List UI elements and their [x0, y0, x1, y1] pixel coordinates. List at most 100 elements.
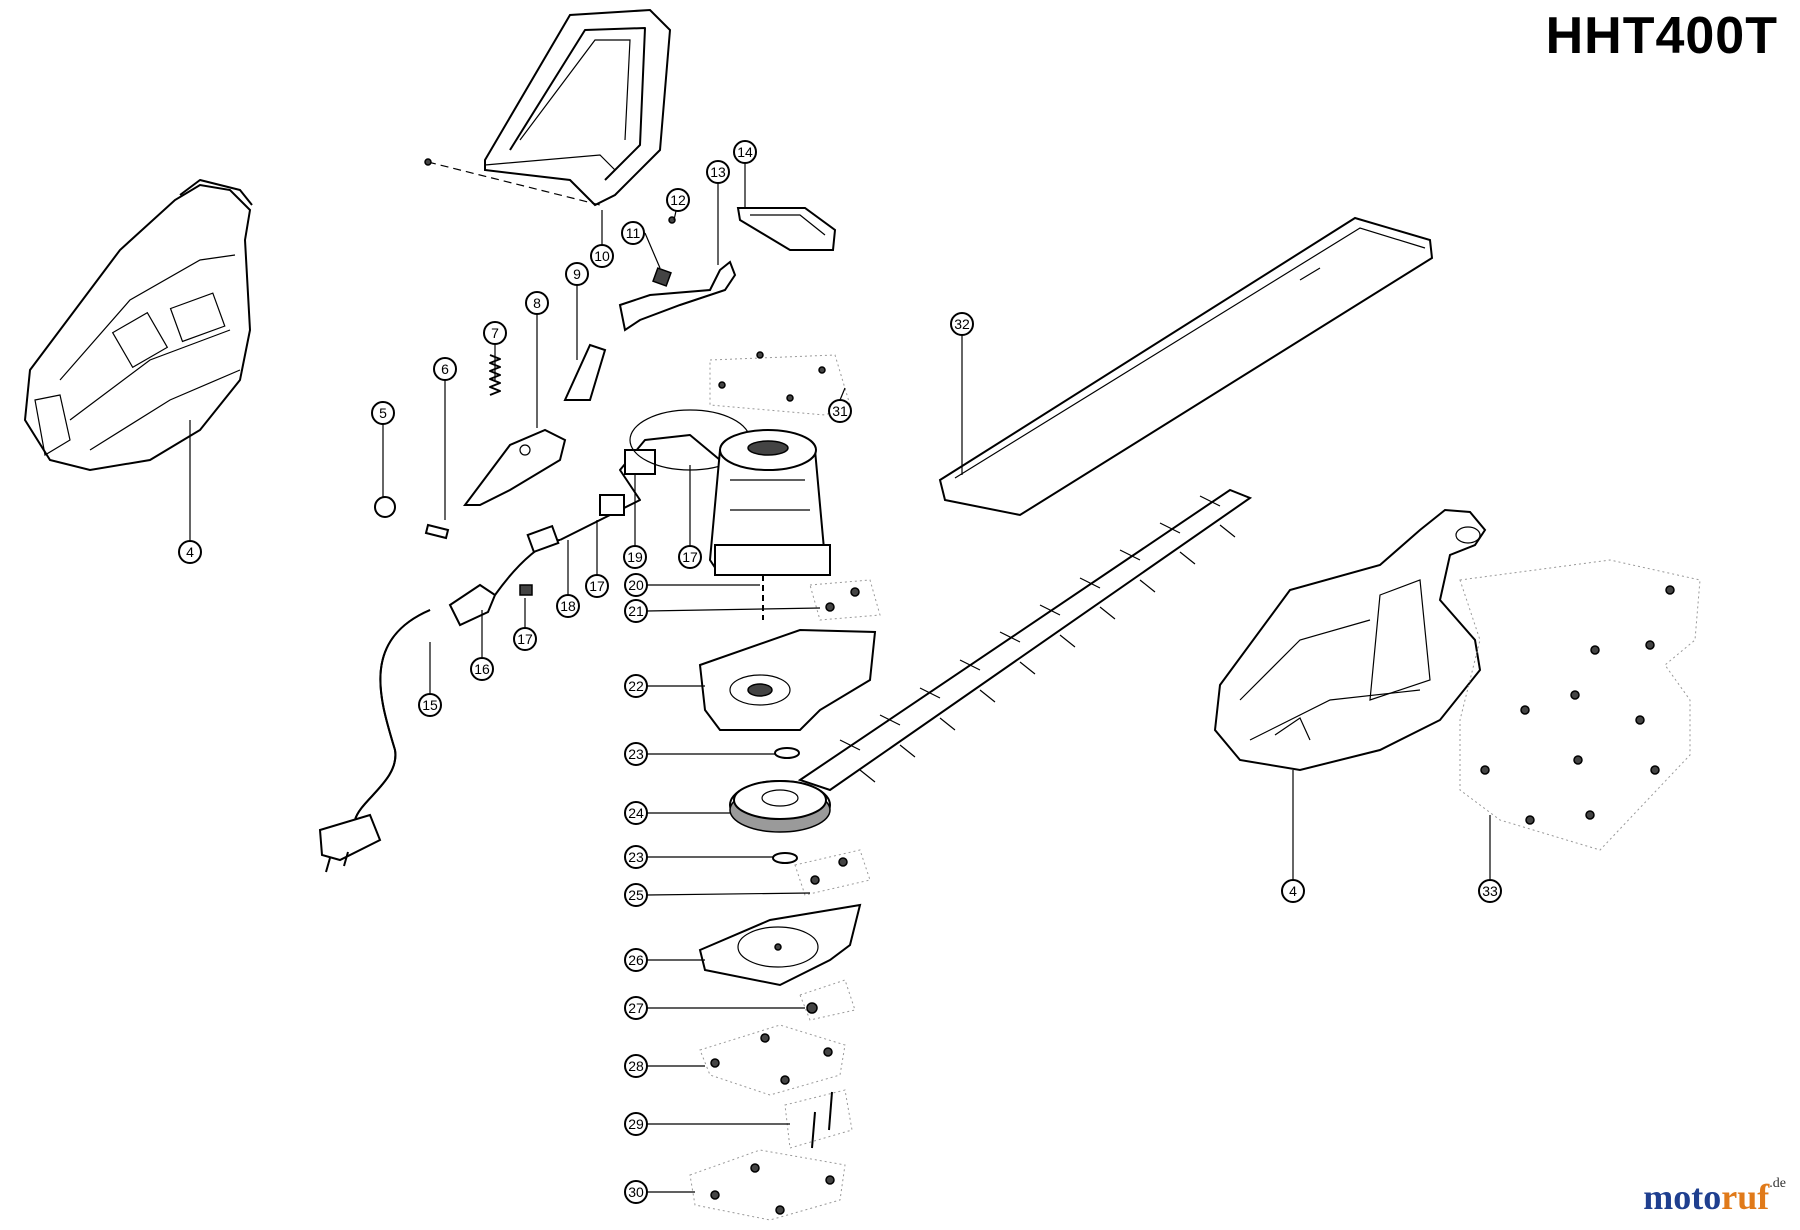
cutting-blade-part: [797, 488, 1253, 792]
nut-group-25: [794, 849, 871, 896]
callout-25: 25: [624, 883, 811, 907]
callout-17-c: 17: [678, 465, 702, 569]
callout-17-a: 17: [513, 598, 537, 651]
callout-20: 20: [624, 573, 760, 597]
callout-label: 17: [682, 549, 698, 565]
callout-label: 8: [533, 295, 541, 311]
callout-33: 33: [1478, 815, 1502, 903]
callout-13: 13: [706, 160, 730, 265]
washer-part: [772, 747, 800, 864]
callout-label: 22: [628, 678, 644, 694]
callout-12: 12: [666, 188, 690, 221]
switch-lever-part: [618, 260, 737, 332]
left-housing-part: [23, 179, 253, 472]
callout-label: 7: [491, 325, 499, 341]
spring-part: [489, 354, 501, 396]
callout-18: 18: [556, 540, 580, 618]
callout-label: 12: [670, 192, 686, 208]
callout-8: 8: [525, 291, 549, 428]
callout-6: 6: [433, 357, 457, 520]
callout-label: 32: [954, 316, 970, 332]
callout-22: 22: [624, 674, 705, 698]
wiring-harness-part: [519, 409, 751, 596]
callout-27: 27: [624, 996, 805, 1020]
callout-label: 19: [627, 549, 643, 565]
callout-label: 25: [628, 887, 644, 903]
callout-label: 23: [628, 849, 644, 865]
screw-group-30: [689, 1149, 846, 1221]
screw-part: [424, 523, 450, 540]
callout-layer: 4 5 6 7 8 9 10: [178, 140, 1502, 1204]
callout-label: 30: [628, 1184, 644, 1200]
clamp-part: [374, 496, 396, 518]
front-handle-part: [424, 8, 676, 224]
callout-label: 9: [573, 266, 581, 282]
callout-5: 5: [371, 401, 395, 498]
callout-11: 11: [621, 221, 661, 269]
callout-label: 21: [628, 603, 644, 619]
motor-part: [708, 429, 831, 620]
callout-label: 27: [628, 1000, 644, 1016]
model-title: HHT400T: [1545, 7, 1778, 65]
callout-label: 13: [710, 164, 726, 180]
callout-label: 11: [626, 225, 641, 241]
callout-label: 6: [441, 361, 449, 377]
watermark-part-a: moto: [1643, 1177, 1722, 1217]
callout-label: 18: [560, 598, 576, 614]
callout-31: 31: [828, 387, 852, 423]
nut-group-21: [809, 579, 881, 621]
callout-label: 10: [594, 248, 610, 264]
lock-button-part: [563, 343, 607, 401]
base-plate-part: [698, 903, 862, 987]
callout-17-b: 17: [585, 520, 609, 598]
callout-label: 28: [628, 1058, 644, 1074]
callout-4-left: 4: [178, 420, 202, 564]
power-cord-part: [318, 539, 561, 873]
callout-26: 26: [624, 948, 705, 972]
watermark-part-b: ruf: [1721, 1177, 1770, 1217]
washer-group-28: [699, 1024, 846, 1096]
callout-label: 24: [628, 805, 644, 821]
right-housing-part: [1213, 508, 1487, 772]
callout-label: 33: [1482, 883, 1498, 899]
switch-cover-part: [736, 207, 837, 251]
trigger-part: [463, 428, 567, 506]
screw-group-33: [1459, 559, 1701, 851]
callout-23-b: 23: [624, 845, 773, 869]
callout-29: 29: [624, 1112, 790, 1136]
callout-32: 32: [950, 312, 974, 475]
callout-21: 21: [624, 599, 821, 623]
callout-9: 9: [565, 262, 589, 360]
callout-label: 17: [517, 631, 533, 647]
callout-28: 28: [624, 1054, 705, 1078]
callout-label: 23: [628, 746, 644, 762]
gear-housing-part: [698, 628, 877, 731]
callout-label: 5: [379, 405, 387, 421]
callout-label: 29: [628, 1116, 644, 1132]
callout-10: 10: [590, 210, 614, 268]
callout-7: 7: [483, 321, 507, 380]
screw-group-31: [709, 351, 851, 416]
callout-23-a: 23: [624, 742, 775, 766]
callout-label: 14: [737, 144, 753, 160]
callout-19: 19: [623, 475, 647, 569]
callout-label: 26: [628, 952, 644, 968]
callout-label: 4: [186, 544, 194, 560]
watermark-tld: .de: [1769, 1176, 1786, 1191]
callout-label: 4: [1289, 883, 1297, 899]
callout-14: 14: [733, 140, 757, 208]
bolt-group-29: [784, 1089, 853, 1149]
callout-label: 31: [832, 403, 848, 419]
drive-gear-part: [729, 780, 831, 833]
blade-guard-part: [938, 216, 1434, 517]
callout-24: 24: [624, 801, 730, 825]
callout-4-right: 4: [1281, 770, 1305, 903]
callout-label: 16: [474, 661, 490, 677]
callout-15: 15: [418, 642, 442, 717]
callout-label: 20: [628, 577, 644, 593]
callout-30: 30: [624, 1180, 695, 1204]
washer-group-27: [799, 979, 856, 1021]
watermark-logo: motoruf.de: [1643, 1176, 1786, 1218]
callout-label: 15: [422, 697, 438, 713]
